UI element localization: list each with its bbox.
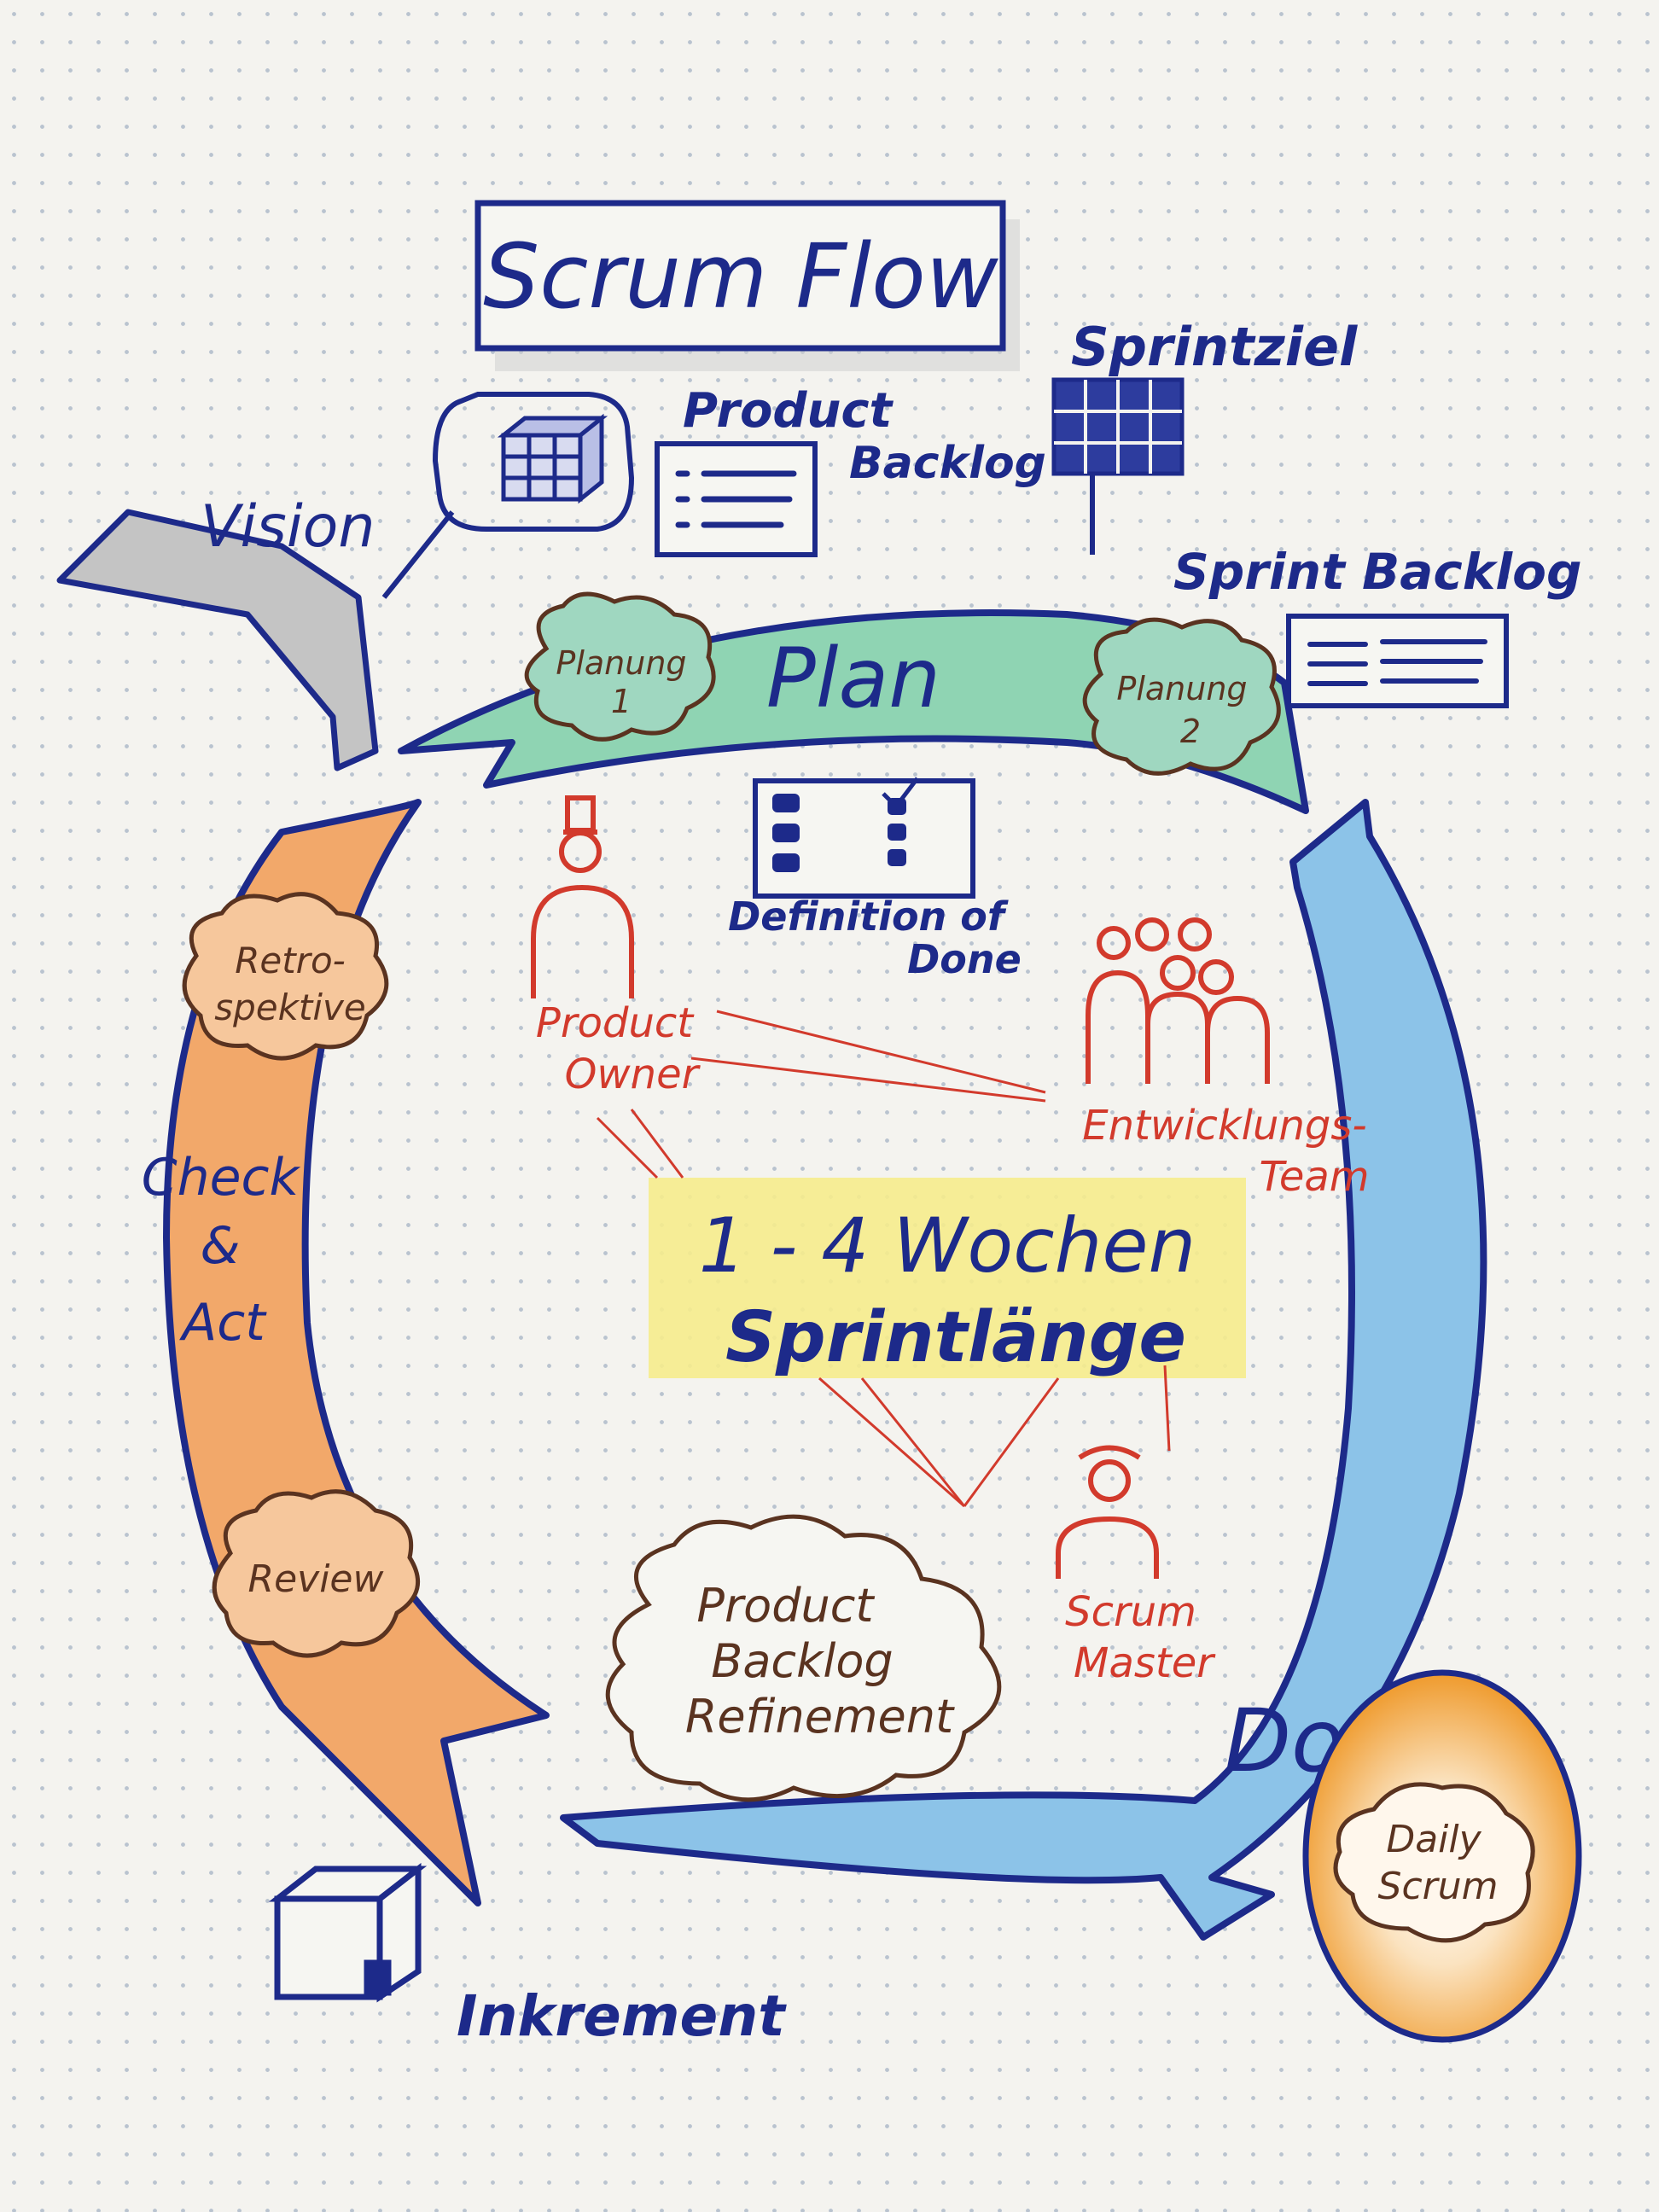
planung-1-cloud: Planung 1 — [524, 591, 716, 742]
daily-scrum-label-2: Scrum — [1378, 1865, 1499, 1908]
retrospektive-cloud: Retro- spektive — [182, 892, 389, 1061]
team-label-2: Team — [1259, 1153, 1369, 1201]
definition-of-done: Definition of Done — [728, 777, 1022, 982]
and-label: & — [201, 1216, 241, 1276]
role-connectors — [596, 1010, 1171, 1508]
vision-label: Vision — [201, 493, 375, 561]
title-box: Scrum Flow — [474, 200, 1020, 371]
team-figures — [1086, 917, 1270, 1084]
product-owner-label-1: Product — [536, 999, 695, 1047]
planung-2-cloud: Planung 2 — [1082, 617, 1281, 776]
refinement-label-2: Backlog — [711, 1634, 893, 1688]
retrospektive-label-1: Retro- — [235, 940, 346, 981]
dod-label-1: Definition of — [728, 894, 1009, 940]
scrum-master-label-2: Master — [1074, 1639, 1216, 1687]
planung-2-label: Planung — [1116, 670, 1247, 707]
planung-1-label: Planung — [556, 644, 686, 682]
sprint-length-box: 1 - 4 Wochen Sprintlänge — [649, 1178, 1246, 1378]
crown-icon — [565, 795, 596, 833]
sprintziel-label: Sprintziel — [1071, 316, 1358, 378]
refinement-label-3: Refinement — [685, 1690, 955, 1743]
plan-label: Plan — [766, 631, 940, 726]
sprint-backlog: Sprint Backlog — [1173, 543, 1582, 708]
page-title: Scrum Flow — [483, 224, 999, 329]
sprintziel: Sprintziel — [1051, 316, 1358, 555]
list-icon — [675, 470, 797, 528]
refinement-label-1: Product — [696, 1579, 875, 1633]
inkrement: Inkrement — [268, 1862, 787, 2049]
planung-1-number: 1 — [611, 683, 632, 720]
review-cloud: Review — [212, 1489, 421, 1658]
sprint-length-label-2: Sprintlänge — [725, 1297, 1186, 1378]
daily-scrum: Daily Scrum — [1302, 1669, 1582, 2043]
vision-arrow: Vision — [56, 493, 379, 771]
vision-bubble — [381, 392, 635, 599]
product-backlog-label-1: Product — [683, 383, 894, 439]
team-label-1: Entwicklungs- — [1082, 1102, 1366, 1150]
box-icon — [268, 1862, 428, 2003]
scrum-master-label-1: Scrum — [1065, 1588, 1196, 1636]
scrum-master — [1056, 1445, 1159, 1579]
hat-icon — [1078, 1445, 1141, 1460]
daily-scrum-label-1: Daily — [1386, 1818, 1481, 1861]
sprint-backlog-label: Sprint Backlog — [1173, 543, 1582, 601]
sprint-length-label-1: 1 - 4 Wochen — [699, 1202, 1196, 1289]
planung-2-number: 2 — [1180, 713, 1201, 750]
product-backlog: Product Backlog — [655, 383, 1046, 557]
retrospektive-label-2: spektive — [214, 987, 366, 1028]
check-label: Check — [142, 1148, 301, 1208]
review-label: Review — [248, 1557, 385, 1601]
inkrement-label: Inkrement — [457, 1983, 787, 2049]
product-backlog-label-2: Backlog — [849, 438, 1046, 489]
product-owner-label-2: Owner — [565, 1051, 701, 1098]
cube-icon — [497, 413, 608, 504]
product-owner — [531, 795, 634, 998]
act-label: Act — [178, 1293, 267, 1353]
refinement-cloud: Product Backlog Refinement — [605, 1514, 1002, 1802]
dod-label-2: Done — [907, 936, 1022, 982]
